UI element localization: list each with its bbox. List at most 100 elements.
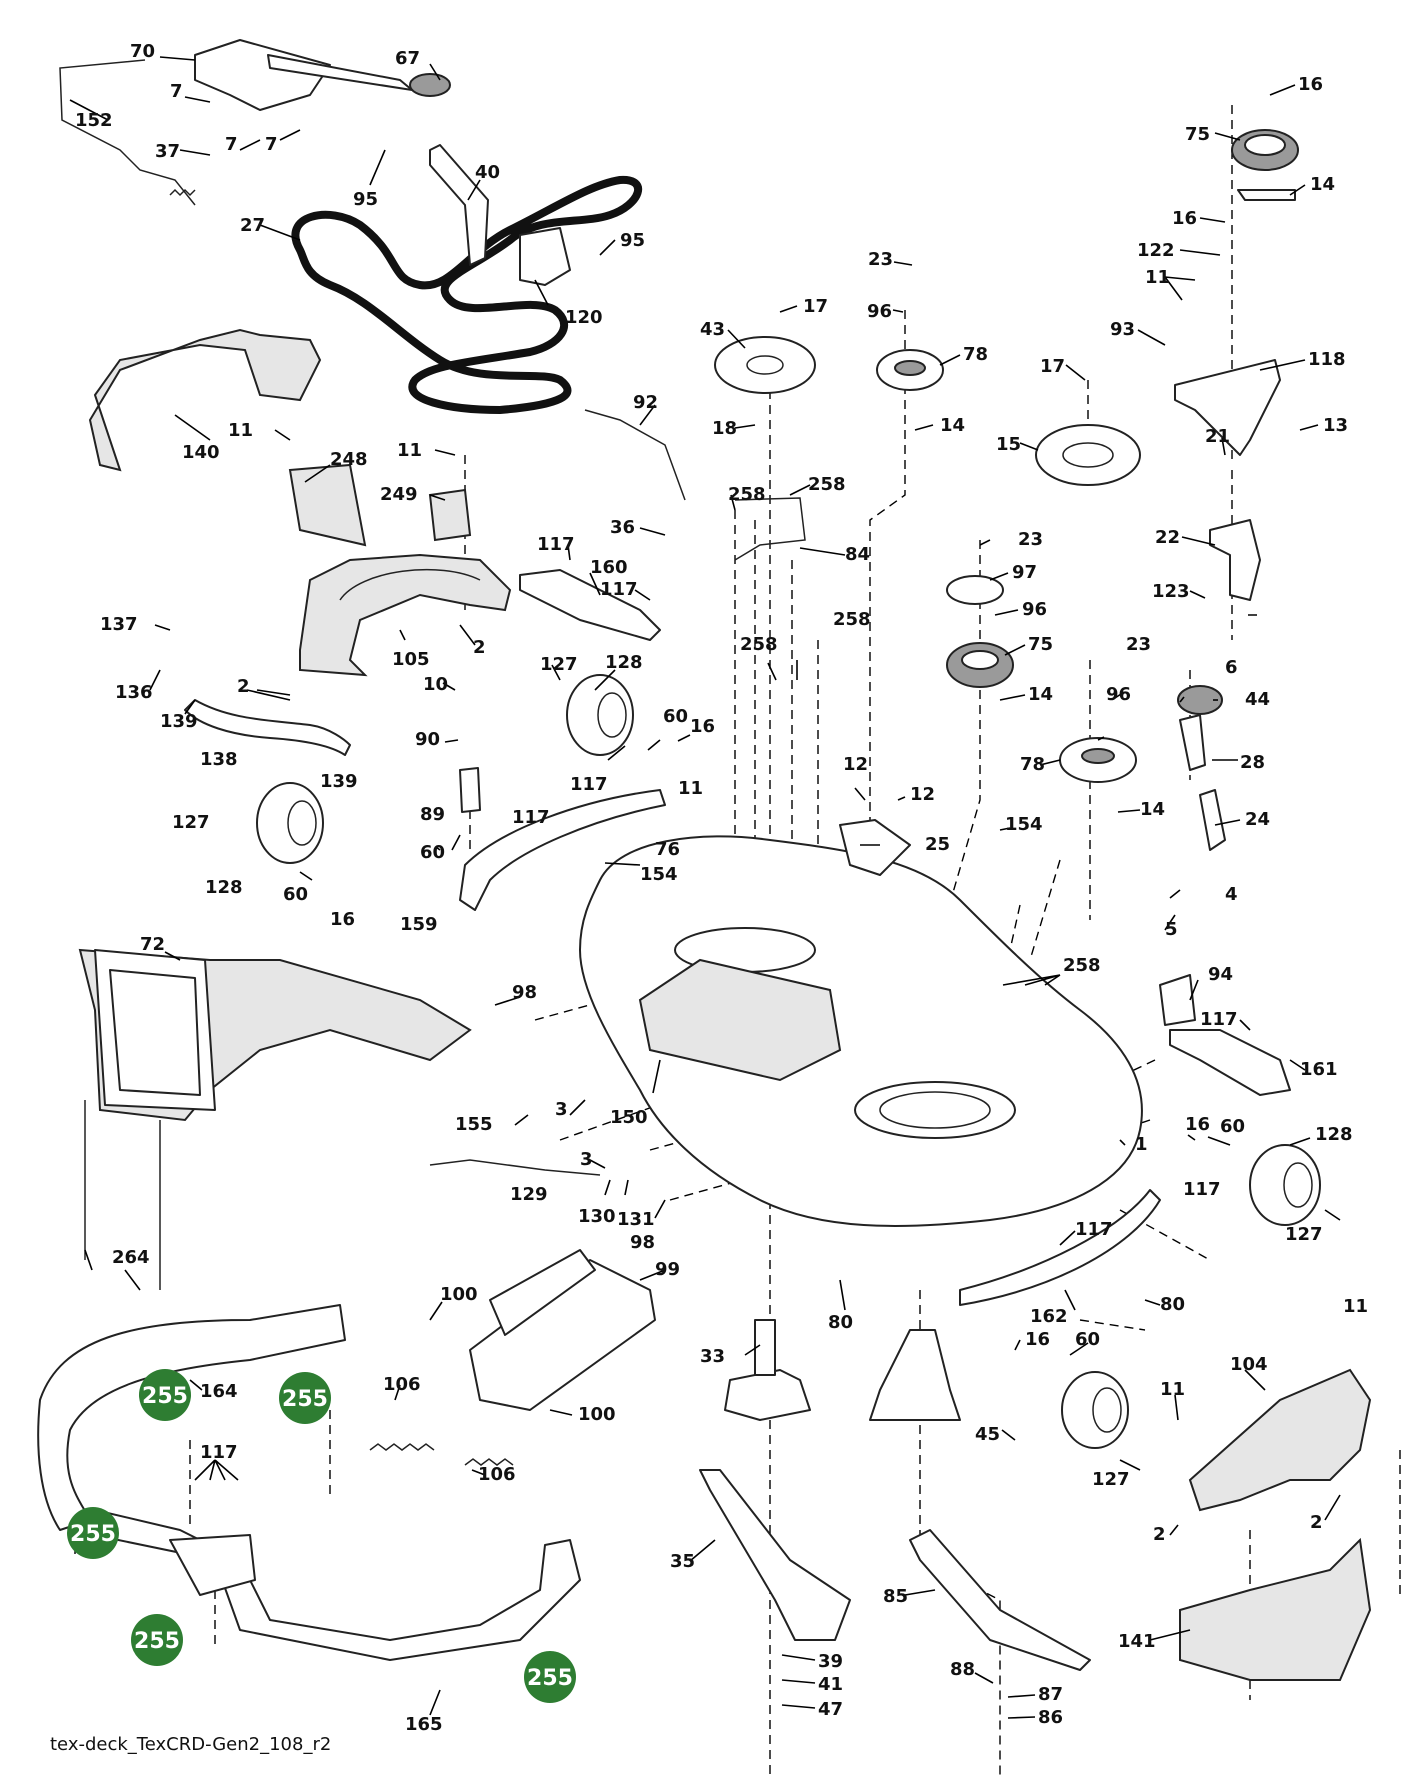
callout-89: 89 — [420, 804, 445, 825]
callout-39: 39 — [818, 1651, 843, 1672]
callout-97: 97 — [1012, 562, 1037, 583]
callout-16-f: 16 — [1025, 1329, 1050, 1350]
skirt-159 — [459, 789, 666, 911]
badge-255-4: 255 — [131, 1614, 183, 1666]
callout-159: 159 — [400, 914, 438, 935]
callout-37: 37 — [155, 141, 180, 162]
callout-106-a: 106 — [383, 1374, 421, 1395]
callout-128-b: 128 — [205, 877, 243, 898]
spring-106b — [464, 1458, 514, 1466]
guard-249 — [428, 488, 472, 542]
callout-3-b: 3 — [580, 1149, 593, 1170]
callout-60-a: 60 — [663, 706, 688, 727]
lift-bracket — [194, 39, 331, 111]
wheel-128c — [1249, 1144, 1321, 1226]
callout-15: 15 — [996, 434, 1021, 455]
callout-14-c: 14 — [1028, 684, 1053, 705]
callout-67: 67 — [395, 48, 420, 69]
callout-23-a: 23 — [868, 249, 893, 270]
callout-16-b: 16 — [1172, 208, 1197, 229]
callout-16-c: 16 — [690, 716, 715, 737]
callout-7-a: 7 — [170, 81, 183, 102]
callout-164: 164 — [200, 1381, 238, 1402]
spindle-45 — [869, 1329, 961, 1421]
callout-122: 122 — [1137, 240, 1175, 261]
hose-138 — [184, 699, 351, 756]
callout-100-b: 100 — [578, 1404, 616, 1425]
svg-text:255: 255 — [134, 1629, 180, 1654]
callout-117-d: 117 — [512, 807, 550, 828]
callout-72: 72 — [140, 934, 165, 955]
cable-264 — [84, 1100, 161, 1290]
bracket-89 — [459, 767, 481, 813]
wheel-128b — [256, 782, 324, 864]
callout-70: 70 — [130, 41, 155, 62]
callout-40: 40 — [475, 162, 500, 183]
callout-117-c: 117 — [570, 774, 608, 795]
callout-94: 94 — [1208, 964, 1233, 985]
callout-248: 248 — [330, 449, 368, 470]
callout-98-b: 98 — [630, 1232, 655, 1253]
callout-258-d: 258 — [833, 609, 871, 630]
callout-11-a: 11 — [1145, 267, 1170, 288]
callout-150: 150 — [610, 1107, 648, 1128]
callout-258-a: 258 — [728, 484, 766, 505]
callout-129: 129 — [510, 1184, 548, 1205]
callout-47: 47 — [818, 1699, 843, 1720]
badge-255-3: 255 — [67, 1507, 119, 1559]
callout-23-b: 23 — [1018, 529, 1043, 550]
wheel-front — [1061, 1371, 1129, 1449]
callout-12-a: 12 — [843, 754, 868, 775]
callout-7-c: 7 — [265, 134, 278, 155]
callout-1: 1 — [1135, 1134, 1148, 1155]
callout-35: 35 — [670, 1551, 695, 1572]
callout-86: 86 — [1038, 1707, 1063, 1728]
callout-18: 18 — [712, 418, 737, 439]
belt-cover-140 — [88, 328, 322, 472]
callout-24: 24 — [1245, 809, 1270, 830]
callout-36: 36 — [610, 517, 635, 538]
callout-264: 264 — [112, 1247, 150, 1268]
callout-96-c: 96 — [1106, 684, 1131, 705]
callout-127-c: 127 — [1285, 1224, 1323, 1245]
callout-106-b: 106 — [478, 1464, 516, 1485]
callout-14-b: 14 — [940, 415, 965, 436]
callout-117-a: 117 — [537, 534, 575, 555]
callout-140: 140 — [182, 442, 220, 463]
callout-96-a: 96 — [867, 301, 892, 322]
rod-129 — [429, 1159, 601, 1176]
callout-22: 22 — [1155, 527, 1180, 548]
callout-136: 136 — [115, 682, 153, 703]
blade-85 — [909, 1529, 1091, 1671]
callout-99: 99 — [655, 1259, 680, 1280]
callout-75-b: 75 — [1028, 634, 1053, 655]
callout-16-d: 16 — [330, 909, 355, 930]
callout-76: 76 — [655, 839, 680, 860]
callout-117-f: 117 — [1183, 1179, 1221, 1200]
callout-161: 161 — [1300, 1059, 1338, 1080]
callout-137: 137 — [100, 614, 138, 635]
callout-128-a: 128 — [605, 652, 643, 673]
callout-21: 21 — [1205, 426, 1230, 447]
badge-255-5: 255 — [524, 1651, 576, 1703]
callout-17-b: 17 — [803, 296, 828, 317]
callout-23-c: 23 — [1126, 634, 1151, 655]
skirt-162 — [959, 1189, 1161, 1306]
callout-98-a: 98 — [512, 982, 537, 1003]
callout-27: 27 — [240, 215, 265, 236]
callout-11-c: 11 — [397, 440, 422, 461]
svg-text:255: 255 — [70, 1522, 116, 1547]
callout-2-b: 2 — [237, 676, 250, 697]
callout-90: 90 — [415, 729, 440, 750]
skirt-161 — [1169, 1029, 1291, 1096]
shield-141 — [1179, 1537, 1372, 1681]
callout-84: 84 — [845, 544, 870, 565]
callout-60-b: 60 — [420, 842, 445, 863]
rod-84 — [734, 497, 806, 561]
callout-88: 88 — [950, 1659, 975, 1680]
bracket-plate — [169, 1534, 256, 1596]
bracket-14a — [1237, 189, 1296, 201]
callout-78-a: 78 — [963, 344, 988, 365]
callout-117-b: 117 — [600, 579, 638, 600]
rod-92 — [584, 409, 686, 501]
